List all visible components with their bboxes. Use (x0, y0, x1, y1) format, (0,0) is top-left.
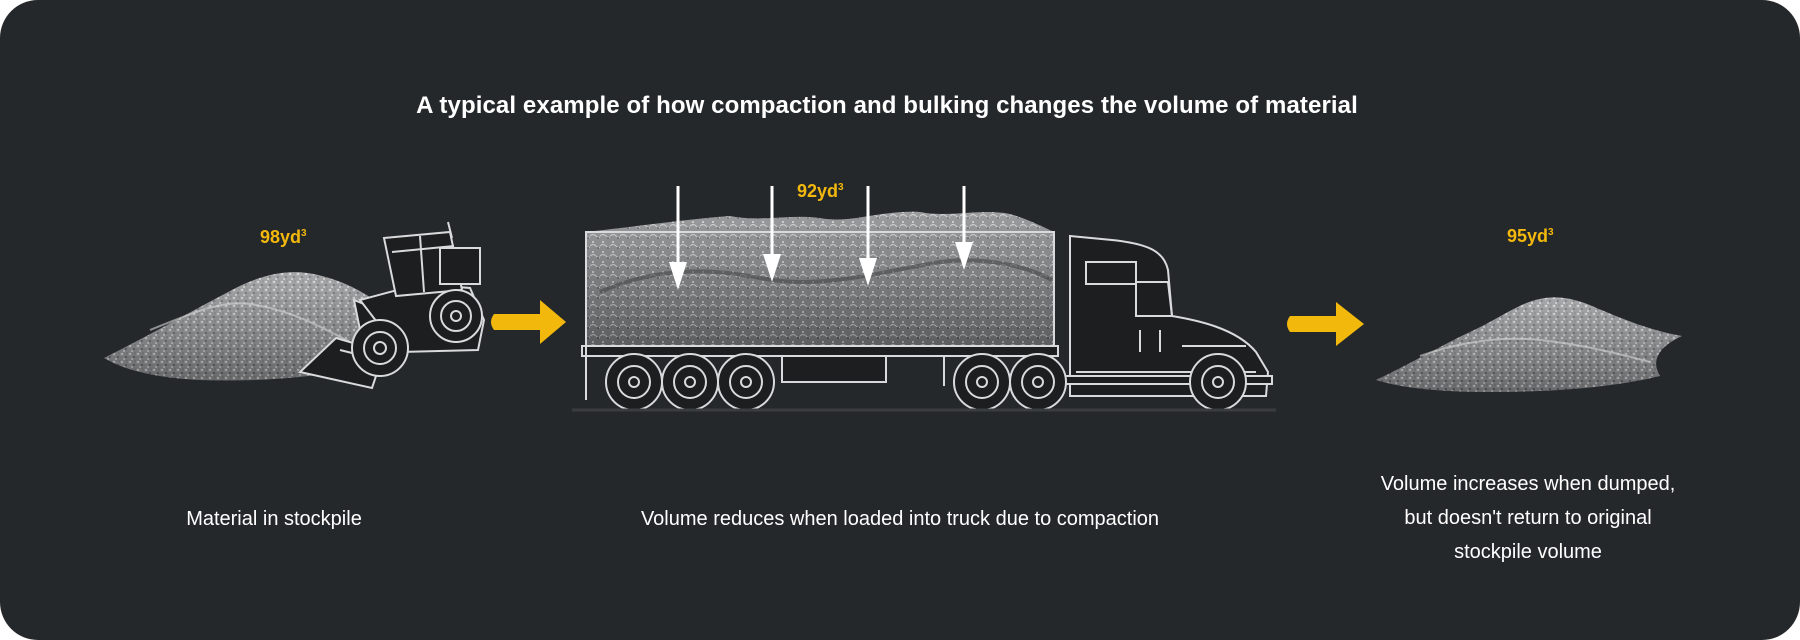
volume-exponent: 3 (1548, 227, 1554, 238)
volume-value: 95yd (1507, 226, 1548, 246)
caption-line: stockpile volume (1342, 535, 1714, 569)
flow-arrow-2 (1287, 302, 1364, 346)
caption-line: Material in stockpile (134, 502, 414, 536)
truck-caption: Volume reduces when loaded into truck du… (560, 502, 1240, 536)
dumped-caption: Volume increases when dumped, but doesn'… (1342, 467, 1714, 569)
dumped-pile-illustration (1376, 297, 1682, 392)
stockpile-caption: Material in stockpile (134, 502, 414, 536)
volume-value: 98yd (260, 227, 301, 247)
dumped-volume-label: 95yd3 (1507, 226, 1554, 247)
volume-exponent: 3 (301, 228, 307, 239)
truck-volume-label: 92yd3 (797, 181, 844, 202)
caption-line: but doesn't return to original (1342, 501, 1714, 535)
caption-line: Volume increases when dumped, (1342, 467, 1714, 501)
caption-line: Volume reduces when loaded into truck du… (560, 502, 1240, 536)
flow-arrow-1 (491, 300, 566, 344)
volume-exponent: 3 (838, 182, 844, 193)
trailer-load-illustration (586, 212, 1054, 346)
stockpile-volume-label: 98yd3 (260, 227, 307, 248)
volume-value: 92yd (797, 181, 838, 201)
